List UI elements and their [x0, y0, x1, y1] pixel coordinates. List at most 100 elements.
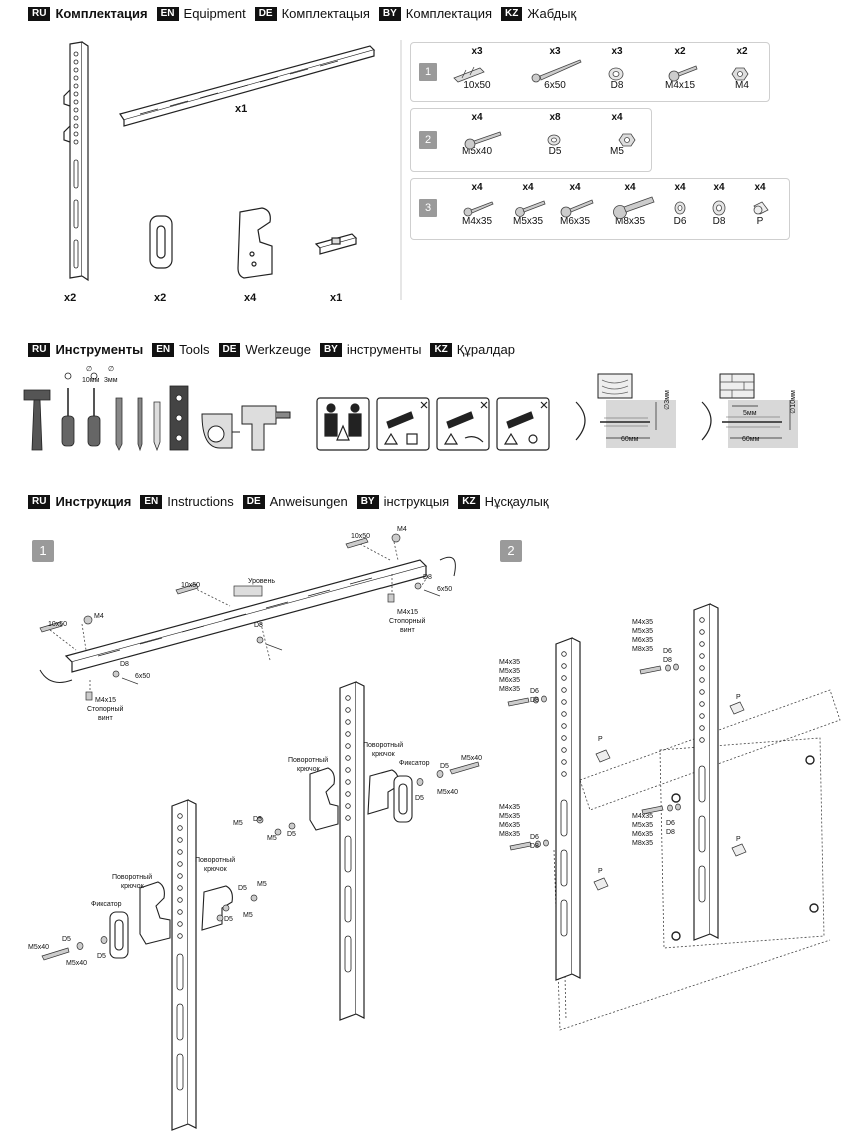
part-label: 10x50	[48, 621, 68, 628]
qty-label: x1	[235, 103, 248, 115]
part-label: M4	[397, 526, 407, 533]
lang-badge: BY	[378, 6, 401, 21]
washer-label: D6	[666, 820, 675, 827]
part-label: M4x15	[397, 609, 419, 616]
part-label: D8	[120, 661, 129, 668]
safety-warnings	[316, 397, 550, 451]
lock-plate-part	[109, 911, 129, 959]
heading-text: Жабдық	[527, 6, 577, 21]
part-label: 6x50	[437, 586, 453, 593]
qty-label: x2	[154, 292, 167, 304]
screw-label: M6x35	[632, 637, 654, 644]
screw-label: M5x35	[499, 813, 521, 820]
heading-text: Anweisungen	[269, 494, 348, 509]
part-label: винт	[98, 715, 113, 722]
screw-label: M8x35	[632, 840, 654, 847]
pack3-icons	[463, 196, 769, 219]
lock-plate-part	[149, 215, 173, 269]
lang-badge: DE	[242, 494, 265, 509]
step-number: 1	[32, 540, 54, 562]
anchor-icon	[453, 66, 485, 83]
part-label: M5x40	[66, 960, 88, 967]
part-label: Стопорный	[389, 618, 426, 625]
screw-label: M6x35	[499, 822, 521, 829]
screw-label: M4x35	[632, 619, 654, 626]
nut-icon	[731, 67, 749, 81]
lang-badge: KZ	[430, 342, 452, 357]
part-label: D5	[62, 936, 71, 943]
crossbar-part	[119, 45, 376, 127]
part-label: 6x50	[135, 673, 151, 680]
washer-icon	[547, 134, 561, 146]
lang-badge: RU	[28, 494, 51, 509]
drilling-diagram-wood	[575, 373, 676, 448]
parts-illustration	[63, 41, 376, 282]
bolt-icon	[464, 131, 502, 150]
separator-line	[400, 40, 402, 300]
heading-text: Комплектацыя	[281, 6, 370, 21]
part-label: крючок	[204, 866, 227, 873]
hardware-pack-2: 2	[410, 108, 652, 172]
washer-label: D8	[530, 697, 539, 704]
lock-plate-part	[393, 775, 413, 823]
screw-label: M4x35	[499, 804, 521, 811]
part-label: D5	[238, 885, 247, 892]
bolt-icon	[560, 199, 594, 218]
screw-label: M6x35	[499, 677, 521, 684]
bolt-icon	[463, 201, 494, 217]
lang-badge: EN	[152, 342, 175, 357]
part-label: M5x40	[28, 944, 50, 951]
screw-label: M6x35	[632, 831, 654, 838]
heading-text: інструменты	[346, 342, 422, 357]
part-label: M5	[233, 820, 243, 827]
screw-icon	[531, 59, 582, 83]
part-label: 10x50	[351, 533, 371, 540]
part-label: D8	[423, 574, 432, 581]
water-pipe-warning-icon	[436, 397, 490, 451]
heading-text: Комплектация	[405, 6, 493, 21]
washer-icon	[712, 200, 726, 216]
pack-number: 1	[419, 63, 437, 81]
part-label: Уровень	[248, 578, 275, 585]
part-label: M5	[243, 912, 253, 919]
part-label: M4	[94, 613, 104, 620]
heading-text: Нұсқаулық	[484, 494, 549, 509]
spirit-level-part	[314, 233, 358, 255]
lang-badge: KZ	[458, 494, 480, 509]
part-label: D5	[224, 916, 233, 923]
screw-label: M5x35	[499, 668, 521, 675]
heading-text: інструкцыя	[383, 494, 450, 509]
part-label: Фиксатор	[399, 760, 430, 767]
rail-part	[555, 637, 581, 981]
spacer-label: P	[736, 836, 741, 843]
part-label: M5x40	[461, 755, 483, 762]
washer-icon	[608, 67, 624, 81]
heading-text: Equipment	[183, 6, 246, 21]
part-label: крючок	[297, 766, 320, 773]
rail-part	[171, 799, 197, 1131]
part-label: винт	[400, 627, 415, 634]
washer-label: D8	[666, 829, 675, 836]
tools-icons	[23, 372, 291, 452]
hardware-pack-1: 1	[410, 42, 770, 102]
offset-label: 5мм	[743, 410, 757, 417]
crossbar-part	[64, 559, 428, 673]
part-label: D5	[253, 816, 262, 823]
qty-label: x1	[330, 292, 343, 304]
bolt-icon	[515, 200, 546, 217]
rail-part	[63, 41, 89, 282]
washer-label: D8	[530, 843, 539, 850]
lang-badge: BY	[319, 342, 342, 357]
part-label: Фиксатор	[91, 901, 122, 908]
pack-number: 2	[419, 131, 437, 149]
washer-label: D6	[530, 688, 539, 695]
